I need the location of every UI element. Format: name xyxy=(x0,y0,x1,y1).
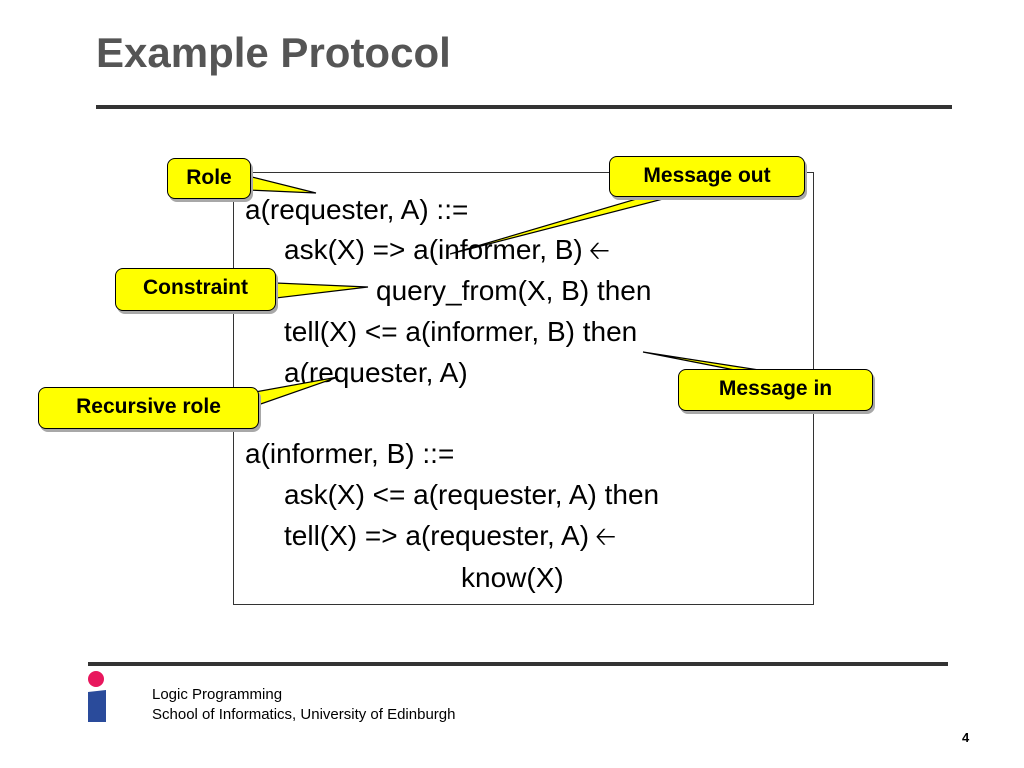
role-pointer xyxy=(247,175,317,194)
recursive-role-callout: Recursive role xyxy=(38,387,259,429)
informer-ask-line: ask(X) <= a(requester, A) then xyxy=(284,479,660,510)
constraint-callout: Constraint xyxy=(115,268,276,311)
protocol-code-box: a(requester, A) ::= ask(X) => a(informer… xyxy=(233,172,814,605)
requester-role-header: a(requester, A) ::= xyxy=(245,194,469,225)
left-arrow-icon: 🡠 xyxy=(588,236,610,266)
requester-ask-text: ask(X) => a(informer, B) xyxy=(284,234,583,265)
role-callout: Role xyxy=(167,158,251,199)
message-in-callout: Message in xyxy=(678,369,873,411)
message-out-callout: Message out xyxy=(609,156,805,197)
message-out-pointer xyxy=(449,191,691,255)
recursive-role-pointer xyxy=(254,376,339,407)
footer-divider xyxy=(88,662,948,666)
title-divider xyxy=(96,105,952,109)
requester-ask-line: ask(X) => a(informer, B)🡠 xyxy=(284,233,610,268)
footer-course: Logic Programming xyxy=(152,686,283,703)
left-arrow-icon: 🡠 xyxy=(595,522,617,552)
page-number: 4 xyxy=(962,730,970,745)
informer-role-header: a(informer, B) ::= xyxy=(245,438,455,469)
informatics-logo-icon xyxy=(88,671,106,722)
slide-title: Example Protocol xyxy=(96,29,451,76)
informer-constraint-line: know(X) xyxy=(461,562,564,593)
constraint-pointer xyxy=(275,282,369,299)
footer-school: School of Informatics, University of Edi… xyxy=(152,706,456,723)
informer-tell-line: tell(X) => a(requester, A)🡠 xyxy=(284,519,616,554)
requester-constraint-line: query_from(X, B) then xyxy=(376,275,652,306)
requester-tell-line: tell(X) <= a(informer, B) then xyxy=(284,316,638,347)
informer-tell-text: tell(X) => a(requester, A) xyxy=(284,520,590,551)
